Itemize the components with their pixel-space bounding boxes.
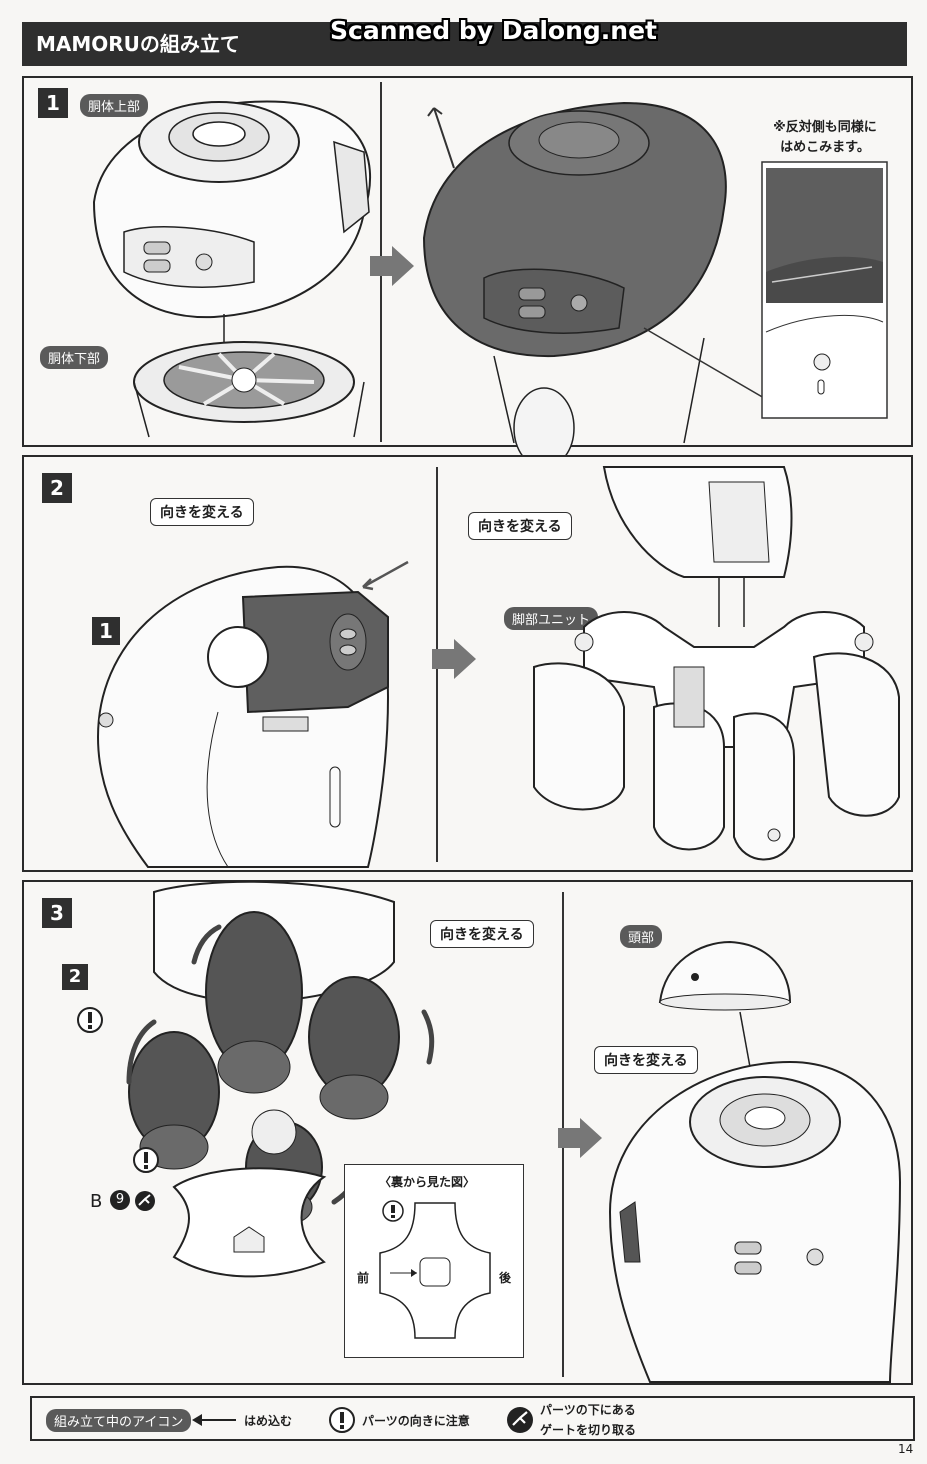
badge-lower-body: 胴体下部: [40, 346, 109, 369]
legend-press-in: はめ込む: [244, 1414, 293, 1428]
step-1-number: 1: [38, 88, 68, 118]
callout-change-direction-right: 向きを変える: [468, 512, 572, 540]
press-in-arrow-icon: [192, 1414, 236, 1426]
step-2-number: 2: [42, 473, 72, 503]
step-3-number: 3: [42, 898, 72, 928]
legend-orientation: パーツの向きに注意: [362, 1414, 470, 1428]
step-3-arrow: [558, 1118, 602, 1158]
badge-head: 頭部: [620, 925, 663, 948]
step-2-arrow: [432, 639, 476, 679]
orientation-caution-icon: [329, 1407, 355, 1433]
body-side-illustration: [96, 560, 409, 868]
step-3-ref-step-2: 2: [62, 964, 88, 990]
part-number-9: 9: [110, 1190, 130, 1210]
legend-gate-line-2: ゲートを切り取る: [540, 1423, 637, 1437]
note-line-2: はめこみます。: [780, 140, 870, 155]
detail-inset: [761, 161, 888, 419]
note-opposite-side: ※反対側も同様に はめこみます。: [760, 118, 890, 158]
page-number: 14: [898, 1442, 914, 1456]
orientation-warning-icon: [77, 1007, 103, 1033]
part-letter-b: B: [90, 1191, 103, 1212]
page-title: MAMORUの組み立て: [22, 22, 907, 66]
callout-change-direction-head: 向きを変える: [594, 1046, 698, 1074]
step-2-ref-step-1: 1: [92, 617, 120, 645]
gate-cut-legend-icon: [507, 1407, 533, 1433]
legend-gate-line-1: パーツの下にある: [540, 1403, 636, 1417]
back-view-title: 〈裏から見た図〉: [379, 1175, 476, 1189]
callout-change-direction-top: 向きを変える: [430, 920, 534, 948]
badge-leg-unit: 脚部ユニット: [504, 607, 599, 630]
scan-credit-watermark: Scanned by Dalong.net: [330, 16, 658, 45]
leg-unit-illustration: [533, 466, 900, 861]
callout-change-direction-left: 向きを変える: [150, 498, 254, 526]
legend-bar: 組み立て中のアイコン はめ込む パーツの向きに注意 パーツの下にある ゲートを切…: [30, 1396, 915, 1441]
note-line-1: ※反対側も同様に: [773, 120, 877, 135]
upper-body-illustration: [92, 100, 372, 438]
head-attach-illustration: [608, 940, 902, 1383]
bottom-plate-illustration: [172, 1167, 327, 1278]
badge-upper-body: 胴体上部: [80, 94, 149, 117]
back-view-box: 〈裏から見た図〉 前 後: [344, 1164, 524, 1358]
step-3-panel: 3 2 向きを変える B 9: [22, 880, 913, 1385]
legend-title: 組み立て中のアイコン: [46, 1409, 192, 1432]
orientation-warning-icon-2: [133, 1147, 159, 1173]
step-1-arrow: [370, 246, 414, 286]
step-1-panel: 1 胴体上部 胴体下部: [22, 76, 913, 469]
gate-cut-icon: [135, 1191, 155, 1211]
legs-attach-illustration: [126, 880, 435, 1226]
back-view-diagram: [379, 1200, 491, 1339]
label-rear: 後: [499, 1271, 512, 1285]
label-front: 前: [357, 1271, 370, 1285]
step-2-panel: 2 向きを変える 1 向きを変える 脚部ユニット: [22, 455, 913, 872]
assembled-body-illustration: [422, 101, 765, 469]
